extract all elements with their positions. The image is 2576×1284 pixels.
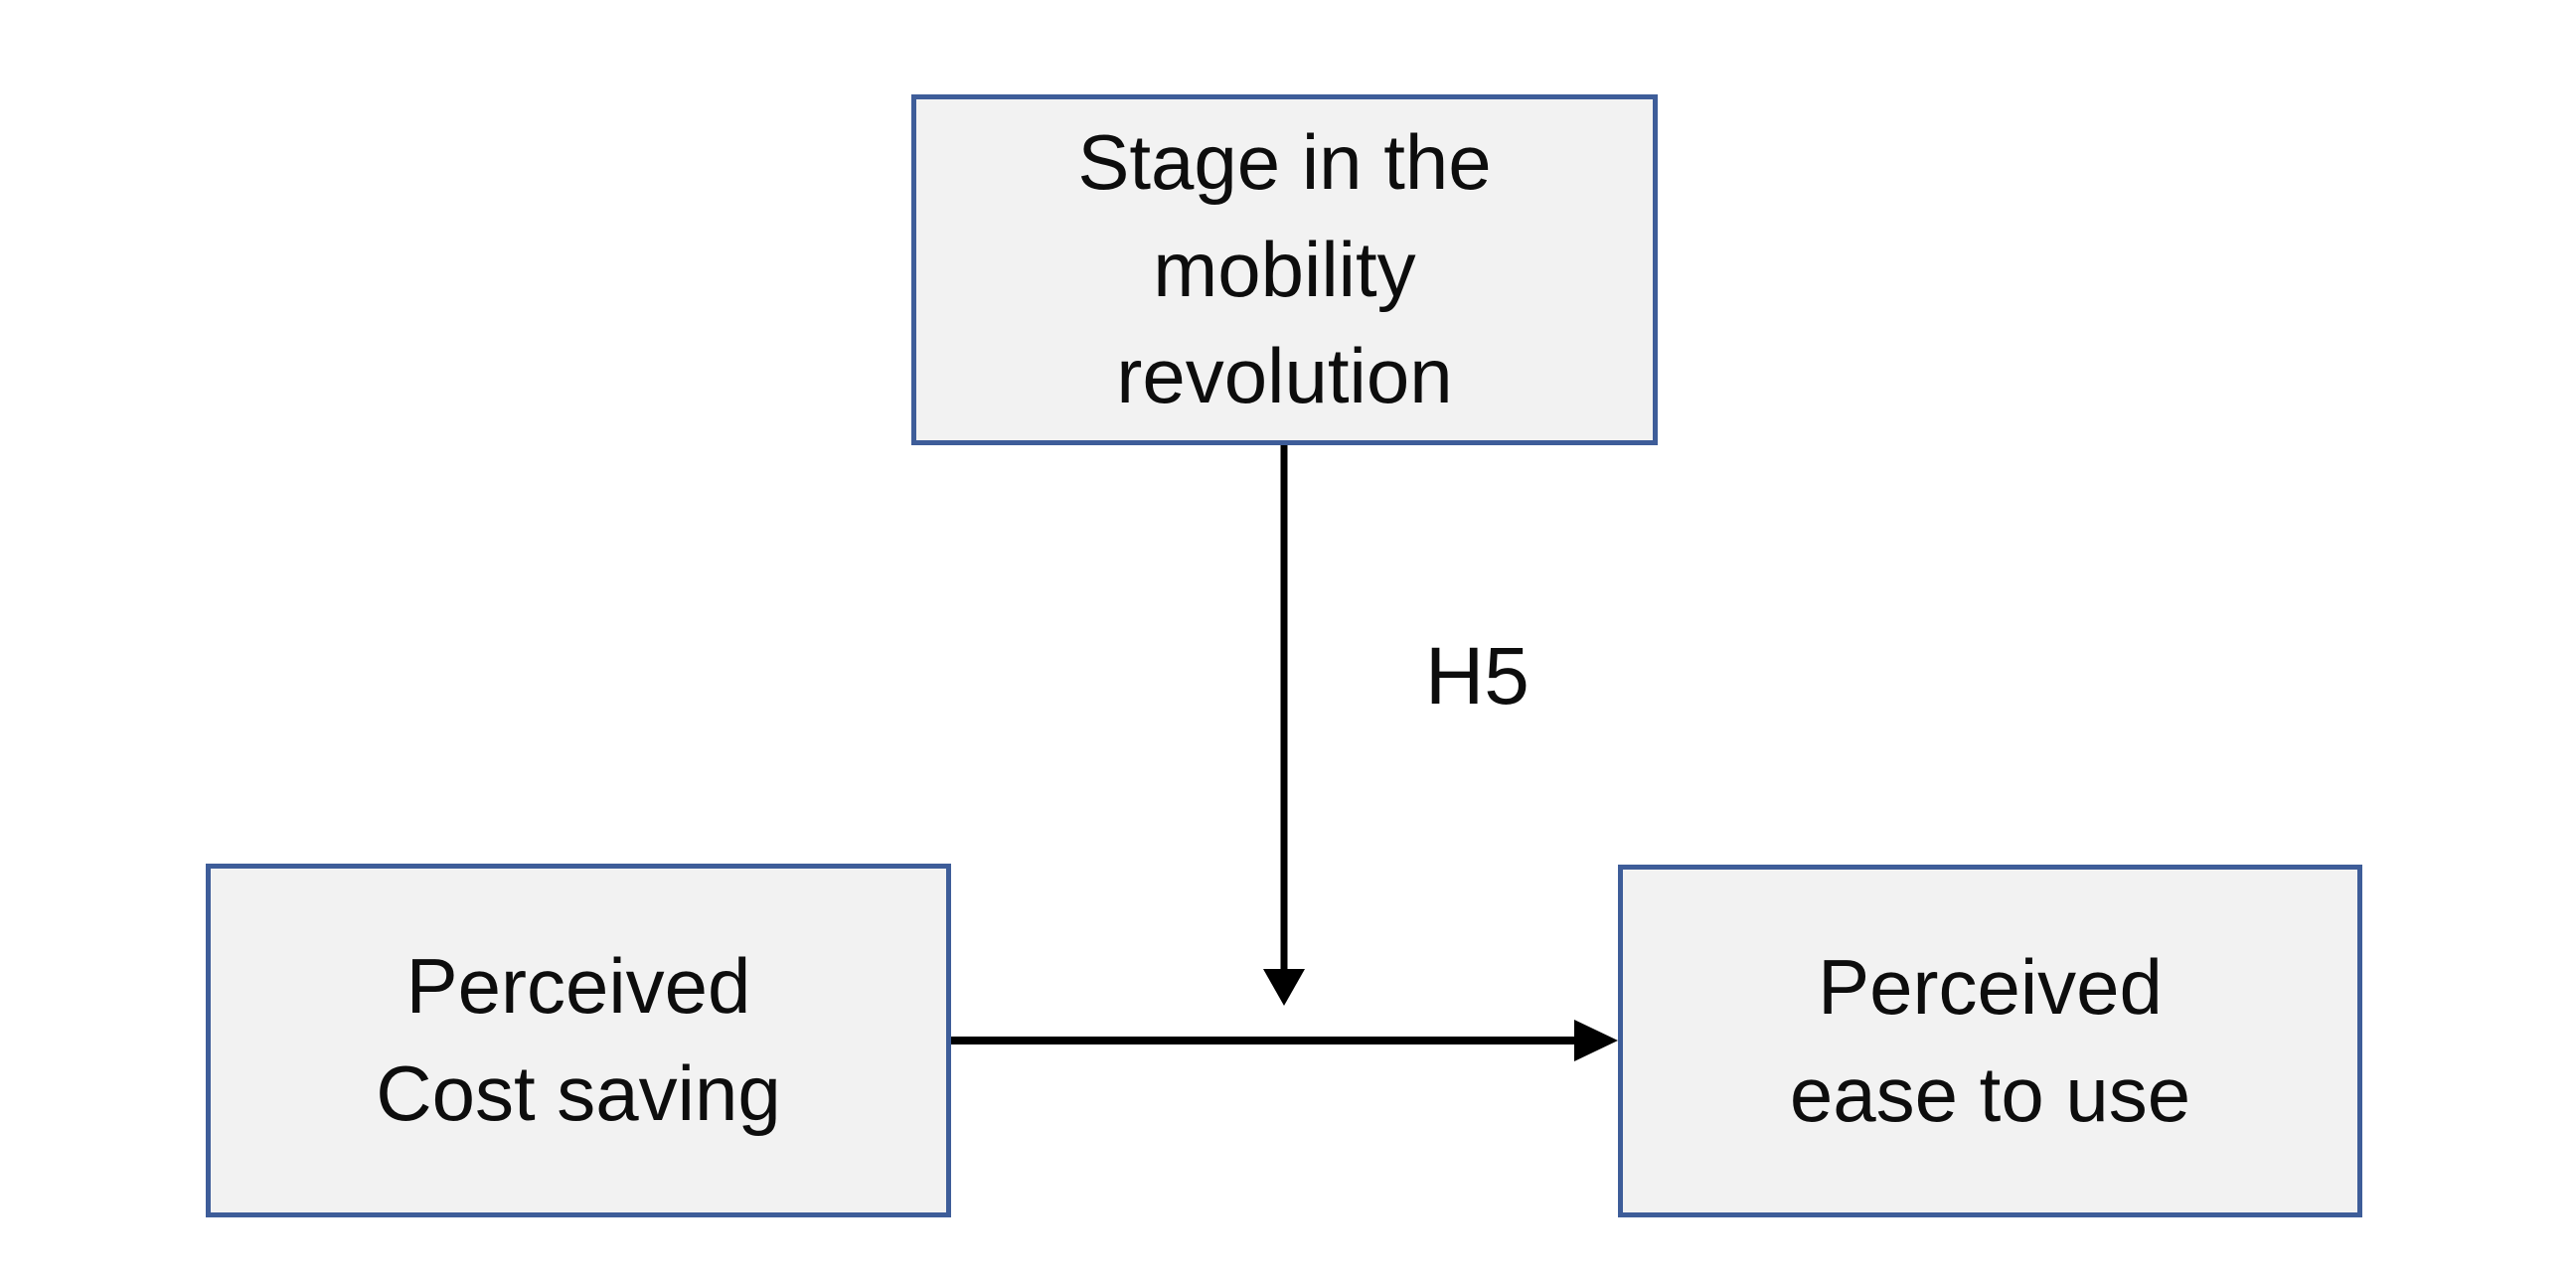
moderation-arrow-head-down-icon [1263, 969, 1305, 1006]
node-cost-saving-label: Perceived Cost saving [376, 942, 781, 1137]
moderation-arrow [1263, 445, 1305, 1006]
edge-label-h5: H5 [1425, 631, 1530, 722]
main-effect-arrow-head-right-icon [1574, 1020, 1618, 1061]
node-perceived-cost-saving: Perceived Cost saving [206, 864, 951, 1217]
node-perceived-ease-to-use: Perceived ease to use [1618, 865, 2362, 1217]
node-stage-in-the-mobility-revolution: Stage in the mobility revolution [911, 94, 1658, 445]
node-stage-label: Stage in the mobility revolution [1077, 118, 1492, 420]
main-effect-arrow [951, 1020, 1618, 1061]
node-ease-to-use-label: Perceived ease to use [1789, 942, 2191, 1138]
